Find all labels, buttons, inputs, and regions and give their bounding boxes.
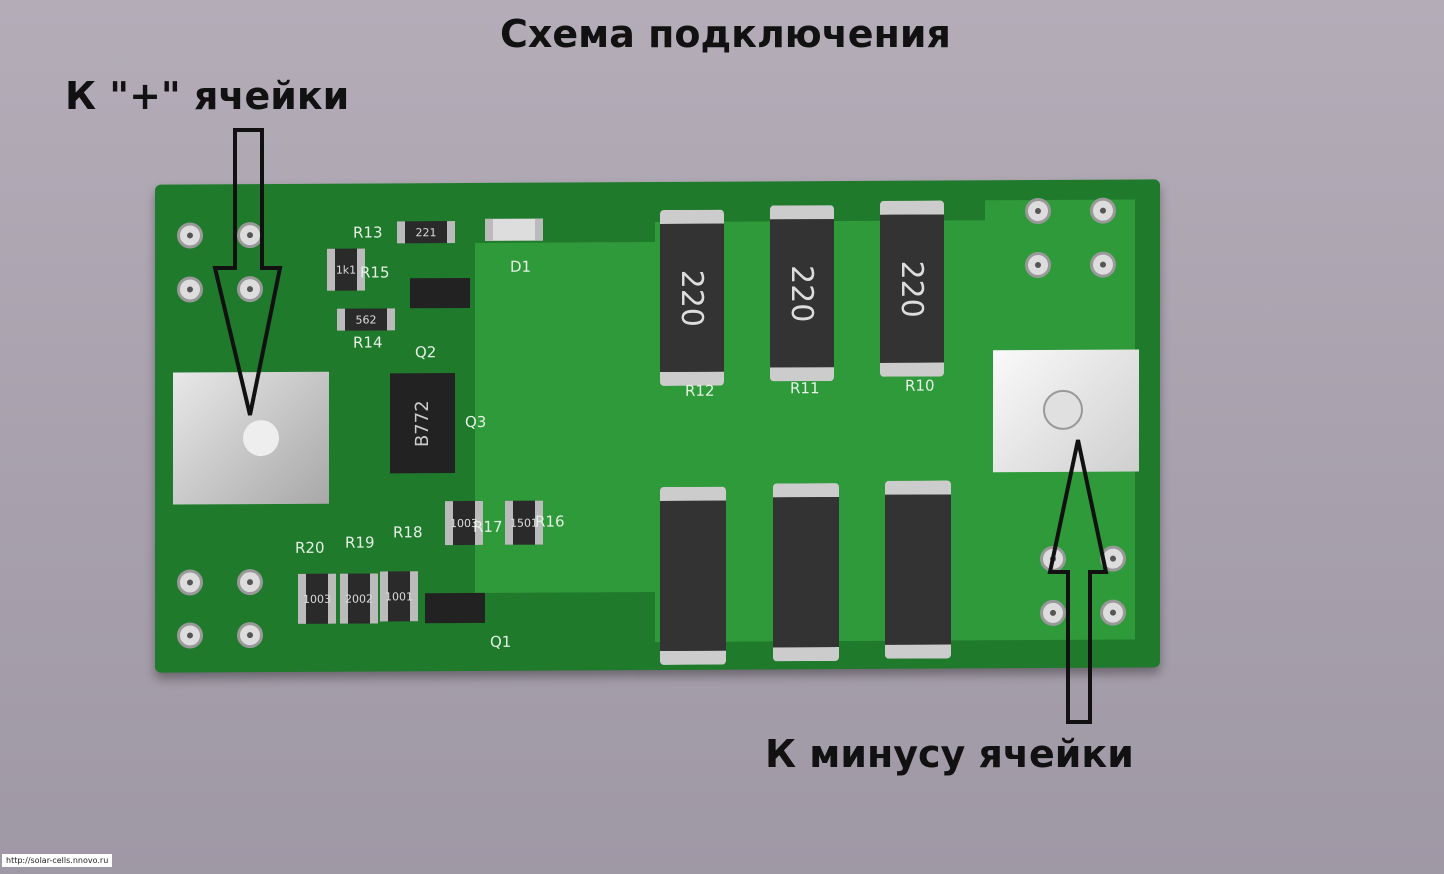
arrow-down-to-plus: [212, 128, 283, 416]
diagram-title: Схема подключения: [500, 12, 951, 56]
arrow-up-to-minus: [1047, 439, 1109, 724]
plus-terminal-label: К "+" ячейки: [65, 74, 350, 118]
minus-terminal-label: К минусу ячейки: [765, 732, 1134, 776]
watermark: http://solar-cells.nnovo.ru: [2, 854, 113, 867]
